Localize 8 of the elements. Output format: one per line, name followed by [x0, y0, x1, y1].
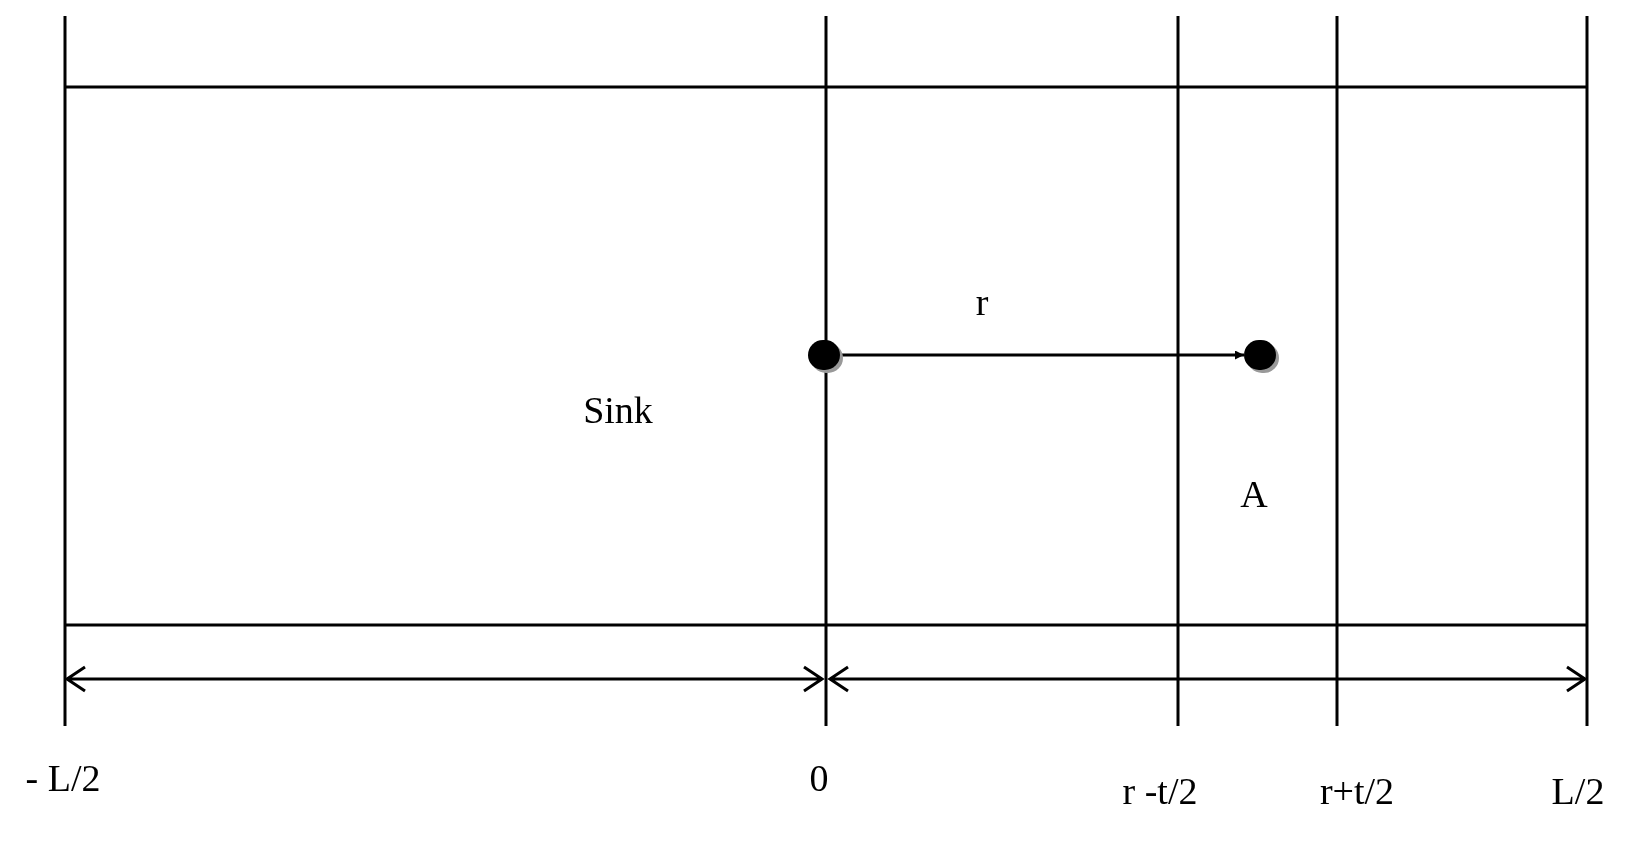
region-label: A	[1240, 475, 1268, 513]
axis-label: L/2	[1551, 772, 1605, 810]
axis-label: 0	[809, 759, 829, 797]
axis-label: r+t/2	[1319, 772, 1395, 810]
axis-label: r -t/2	[1122, 772, 1198, 810]
arrow	[840, 350, 1244, 360]
region-label: Sink	[583, 391, 653, 429]
axis-label: - L/2	[25, 759, 101, 797]
